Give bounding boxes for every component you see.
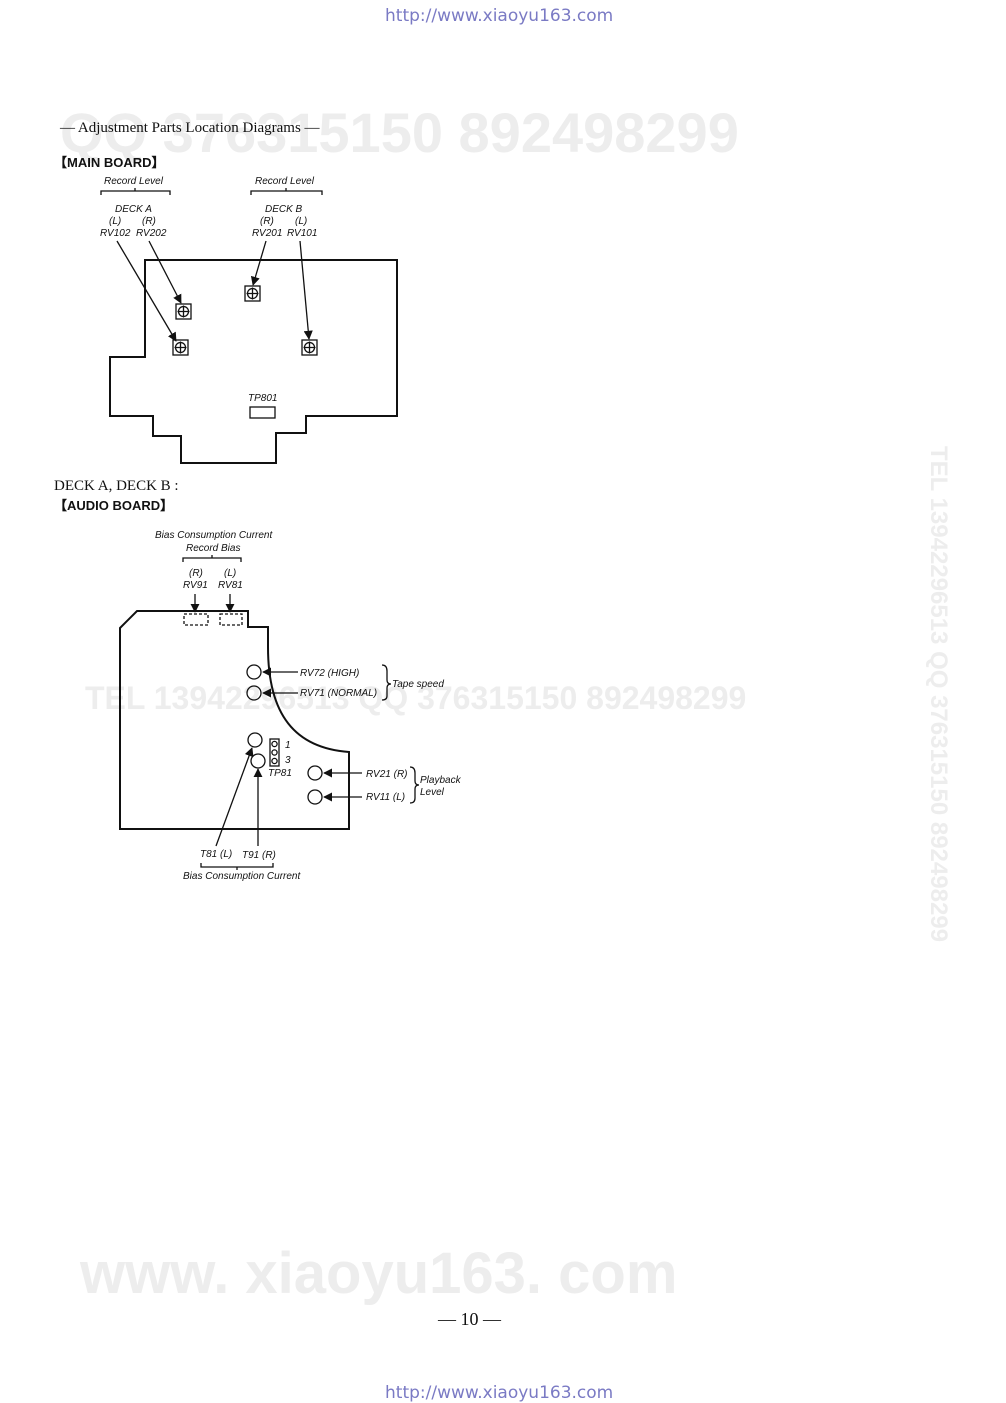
deck-a-group-label: Record Level bbox=[104, 176, 164, 187]
watermark-top: QQ 376315150 892498299 bbox=[60, 101, 739, 164]
watermark-bottom: www. xiaoyu163. com bbox=[80, 1241, 678, 1306]
rv91-ch-r: (R) bbox=[189, 568, 203, 579]
rv81-dashed bbox=[219, 613, 243, 626]
rv91-label: RV91 bbox=[183, 580, 208, 591]
t91-coil bbox=[250, 753, 266, 769]
deck-b-label: DECK B bbox=[265, 204, 303, 215]
watermark-middle: TEL 13942296513 QQ 376315150 892498299 bbox=[85, 680, 747, 716]
deck-a-ch-r: (R) bbox=[142, 216, 156, 227]
bias-consumption-label-bottom: Bias Consumption Current bbox=[183, 871, 301, 882]
rv102-label: RV102 bbox=[100, 228, 131, 239]
rv81-label: RV81 bbox=[218, 580, 243, 591]
rv102-trimmer bbox=[172, 339, 189, 356]
footer-url-link[interactable]: http://www.xiaoyu163.com bbox=[385, 1383, 614, 1403]
main-board-diagram: Record Level DECK A (L) (R) RV102 RV202 … bbox=[100, 176, 398, 464]
deck-b-ch-r: (R) bbox=[260, 216, 274, 227]
page-number: — 10 — bbox=[438, 1309, 501, 1329]
tp81-label: TP81 bbox=[268, 768, 292, 779]
deck-b-ch-l: (L) bbox=[295, 216, 307, 227]
rv202-trimmer bbox=[175, 303, 192, 320]
t81-label: T81 (L) bbox=[200, 849, 232, 860]
rv101-label: RV101 bbox=[287, 228, 317, 239]
tape-speed-label: Tape speed bbox=[392, 679, 444, 690]
playback-label-2: Level bbox=[420, 787, 445, 798]
rv72-label: RV72 (HIGH) bbox=[300, 668, 359, 679]
rv11-trimmer bbox=[307, 789, 323, 805]
playback-label-1: Playback bbox=[420, 775, 462, 786]
main-board-title: 【MAIN BOARD】 bbox=[54, 155, 165, 170]
rv21-label: RV21 (R) bbox=[366, 769, 408, 780]
tp81-connector bbox=[269, 738, 280, 767]
bias-consumption-label-top: Bias Consumption Current bbox=[155, 530, 273, 541]
rv21-trimmer bbox=[307, 765, 323, 781]
audio-board-diagram: Bias Consumption Current Record Bias (R)… bbox=[119, 530, 462, 882]
record-bias-label: Record Bias bbox=[186, 543, 240, 554]
header-url-link[interactable]: http://www.xiaoyu163.com bbox=[385, 6, 614, 26]
rv81-ch-l: (L) bbox=[224, 568, 236, 579]
deck-a-ch-l: (L) bbox=[109, 216, 121, 227]
rv71-label: RV71 (NORMAL) bbox=[300, 688, 377, 699]
audio-deck-label: DECK A, DECK B : bbox=[54, 478, 179, 494]
pin-3-label: 3 bbox=[285, 755, 291, 766]
deck-b-group-label: Record Level bbox=[255, 176, 315, 187]
t81-coil bbox=[247, 732, 263, 748]
audio-board-title: 【AUDIO BOARD】 bbox=[54, 498, 174, 513]
pin-1-label: 1 bbox=[285, 740, 291, 751]
rv201-label: RV201 bbox=[252, 228, 282, 239]
rv72-trimmer bbox=[246, 664, 262, 680]
rv201-trimmer bbox=[244, 285, 261, 302]
main-board-outline bbox=[109, 259, 398, 464]
rv91-dashed bbox=[183, 613, 209, 626]
rv202-label: RV202 bbox=[136, 228, 167, 239]
audio-board-outline bbox=[119, 610, 350, 830]
tp801-pad bbox=[249, 406, 276, 419]
deck-a-label: DECK A bbox=[115, 204, 152, 215]
rv101-trimmer bbox=[301, 339, 318, 356]
tp801-label: TP801 bbox=[248, 393, 277, 404]
page-heading: — Adjustment Parts Location Diagrams — bbox=[60, 120, 320, 136]
t91-label: T91 (R) bbox=[242, 850, 276, 861]
rv71-trimmer bbox=[246, 685, 262, 701]
rv11-label: RV11 (L) bbox=[366, 792, 405, 803]
